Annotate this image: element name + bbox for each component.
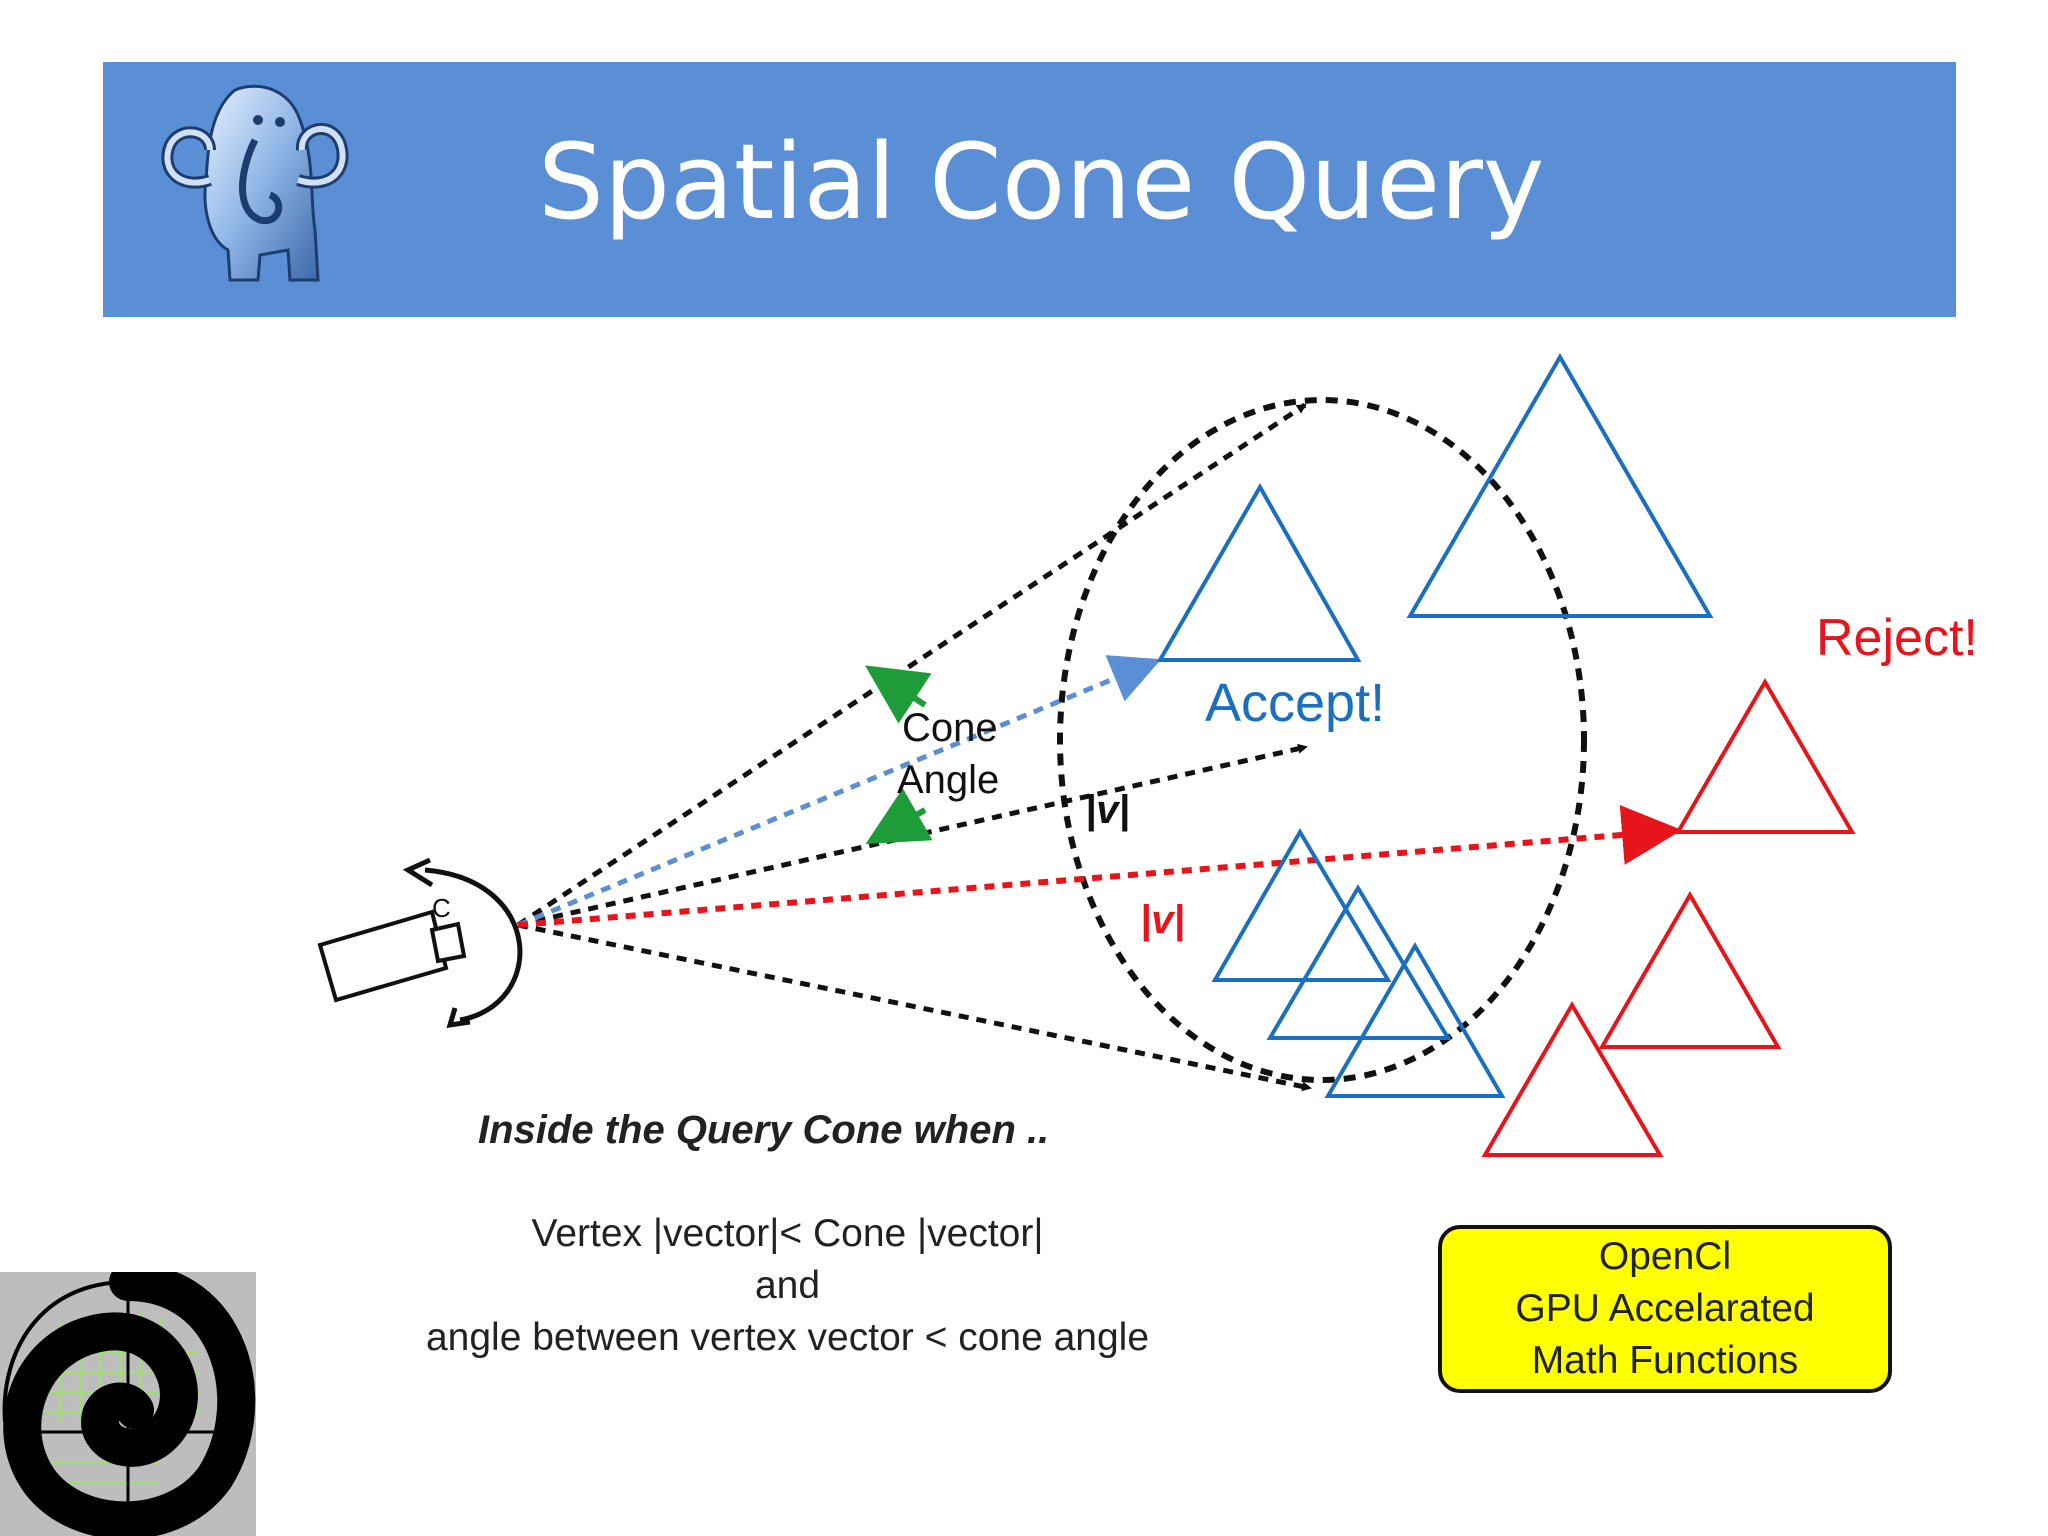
slide-title: Spatial Cone Query (538, 121, 1545, 243)
cone-edge-top (516, 402, 1307, 928)
camera-icon (317, 857, 523, 1029)
reject-triangle (1481, 1001, 1664, 1157)
accept-vector (517, 655, 1162, 928)
title-bar (103, 62, 1956, 317)
condition-line: and (754, 1264, 821, 1307)
accept-triangle (1324, 942, 1506, 1098)
note-line: OpenCl (1598, 1235, 1732, 1278)
cone-edge-bottom (517, 922, 1312, 1092)
reject-label: Reject! (1816, 609, 1978, 667)
mammoth-logo-icon (161, 84, 349, 282)
accept-triangle (1156, 482, 1362, 662)
accept-label: Accept! (1205, 673, 1386, 733)
cone-angle-label-2: Angle (897, 758, 1000, 802)
accept-triangle (1266, 884, 1452, 1040)
cone-ellipse (1057, 397, 1587, 1083)
condition-text: Vertex |vector|< Cone |vector| and angle… (380, 1208, 1195, 1364)
note-line: Math Functions (1531, 1339, 1799, 1382)
condition-line: angle between vertex vector < cone angle (425, 1316, 1150, 1359)
spiral-logo-icon (0, 1272, 256, 1536)
condition-heading: Inside the Query Cone when .. (478, 1108, 1050, 1152)
cone-angle-arrow-bottom (865, 788, 933, 844)
condition-line: Vertex |vector|< Cone |vector| (531, 1212, 1044, 1255)
reject-triangle (1674, 678, 1856, 834)
reject-vector (517, 805, 1682, 928)
camera-label: C (432, 893, 451, 923)
accept-triangle (1406, 353, 1714, 618)
vector-label-red: |v| (1140, 898, 1185, 942)
reject-triangle (1598, 891, 1782, 1049)
cone-angle-label-1: Cone (902, 706, 998, 750)
note-line: GPU Accelarated (1515, 1287, 1815, 1330)
opencl-note-box: OpenCl GPU Accelarated Math Functions (1438, 1225, 1892, 1393)
accept-triangle (1211, 828, 1392, 982)
vector-label-black: |v| (1085, 788, 1130, 832)
cone-angle-arrow-top (864, 665, 932, 724)
